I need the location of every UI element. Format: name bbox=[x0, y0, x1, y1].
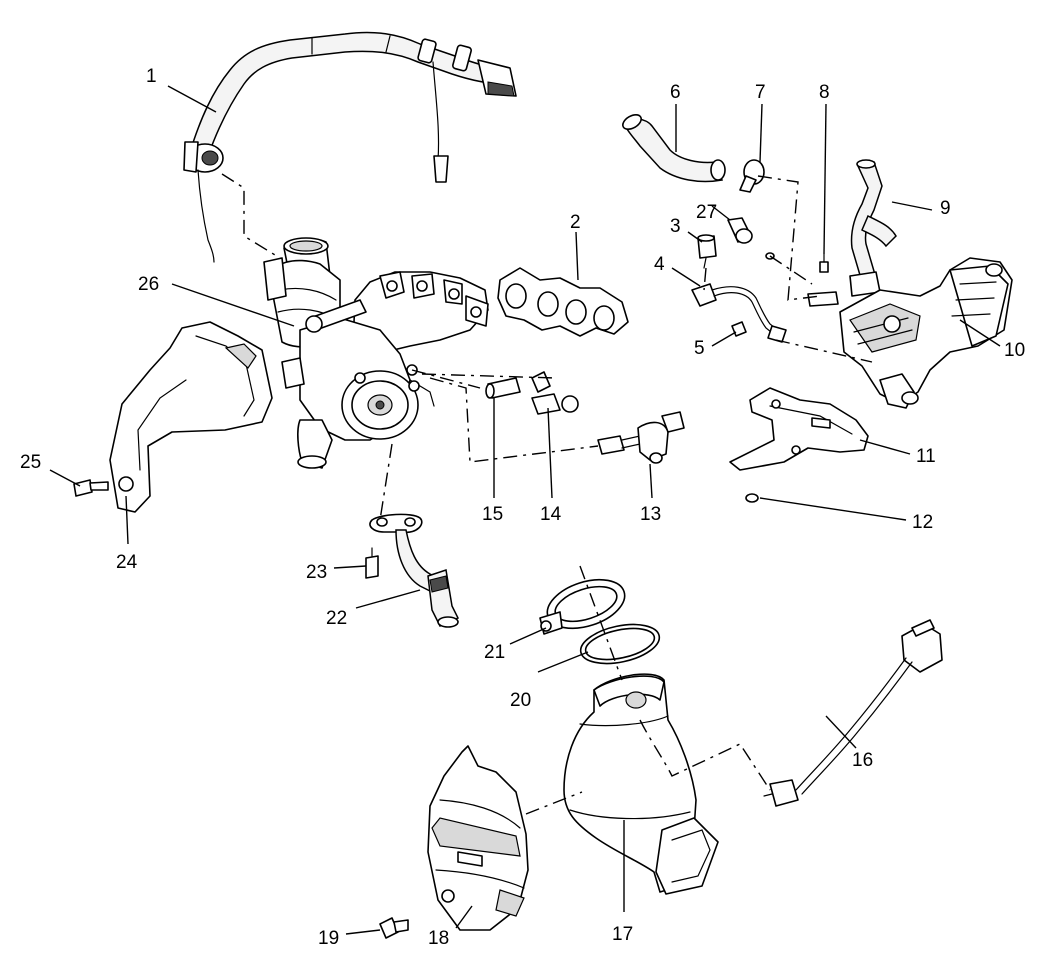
part-17-catalytic-converter bbox=[563, 673, 719, 895]
part-19-bolt bbox=[379, 917, 409, 939]
part-6-coolant-hose bbox=[622, 113, 726, 183]
callout-7: 7 bbox=[755, 82, 766, 103]
part-1-hose-assembly bbox=[183, 31, 517, 263]
part-7-hose-clamp bbox=[739, 159, 765, 193]
part-18-converter-heat-shield bbox=[427, 745, 529, 931]
part-2-exhaust-gasket bbox=[497, 267, 629, 337]
callout-3: 3 bbox=[670, 216, 681, 237]
callout-19: 19 bbox=[318, 928, 339, 949]
callout-17: 17 bbox=[612, 924, 633, 945]
part-15-fitting bbox=[485, 377, 521, 399]
part-25-bolt bbox=[73, 479, 109, 497]
callout-4: 4 bbox=[654, 254, 665, 275]
part-24-heat-shield bbox=[109, 321, 273, 513]
part-3-banjo-bolt bbox=[697, 234, 717, 269]
callout-26: 26 bbox=[138, 274, 159, 295]
leader-lines bbox=[49, 85, 1001, 935]
callout-16: 16 bbox=[852, 750, 873, 771]
part-27-fitting bbox=[727, 217, 775, 260]
part-26-turbocharger-manifold bbox=[263, 237, 489, 469]
callout-10: 10 bbox=[1004, 340, 1025, 361]
callout-12: 12 bbox=[912, 512, 933, 533]
callout-23: 23 bbox=[306, 562, 327, 583]
callout-5: 5 bbox=[694, 338, 705, 359]
callout-9: 9 bbox=[940, 198, 951, 219]
part-21-v-band-clamp bbox=[539, 578, 626, 635]
part-12-nut bbox=[745, 493, 759, 503]
callout-13: 13 bbox=[640, 504, 661, 525]
callout-27: 27 bbox=[696, 202, 717, 223]
part-11-bracket bbox=[729, 387, 869, 471]
callout-1: 1 bbox=[146, 66, 157, 87]
part-4-oil-feed-pipe bbox=[691, 283, 787, 343]
callout-6: 6 bbox=[670, 82, 681, 103]
part-22-oil-return-pipe bbox=[369, 513, 460, 628]
callout-22: 22 bbox=[326, 608, 347, 629]
part-8-stud bbox=[819, 253, 829, 273]
callout-15: 15 bbox=[482, 504, 503, 525]
part-13-sensor bbox=[597, 411, 685, 464]
assembly-lines bbox=[221, 173, 873, 815]
part-16-oxygen-sensor bbox=[763, 619, 943, 807]
callout-18: 18 bbox=[428, 928, 449, 949]
part-23-bolt bbox=[365, 547, 379, 579]
part-9-coolant-pipe bbox=[849, 159, 897, 297]
callout-25: 25 bbox=[20, 452, 41, 473]
callout-24: 24 bbox=[116, 552, 138, 573]
callout-2: 2 bbox=[570, 212, 581, 233]
callout-21: 21 bbox=[484, 642, 505, 663]
part-14-fitting bbox=[531, 371, 579, 415]
callout-20: 20 bbox=[510, 690, 531, 711]
callout-11: 11 bbox=[916, 446, 936, 467]
part-20-gasket bbox=[579, 623, 661, 665]
callout-labels: 1 2 3 4 5 6 7 8 9 10 11 12 13 14 15 16 1… bbox=[20, 66, 1025, 949]
callout-14: 14 bbox=[540, 504, 562, 525]
callout-8: 8 bbox=[819, 82, 830, 103]
part-10-oil-cooler bbox=[807, 257, 1013, 409]
